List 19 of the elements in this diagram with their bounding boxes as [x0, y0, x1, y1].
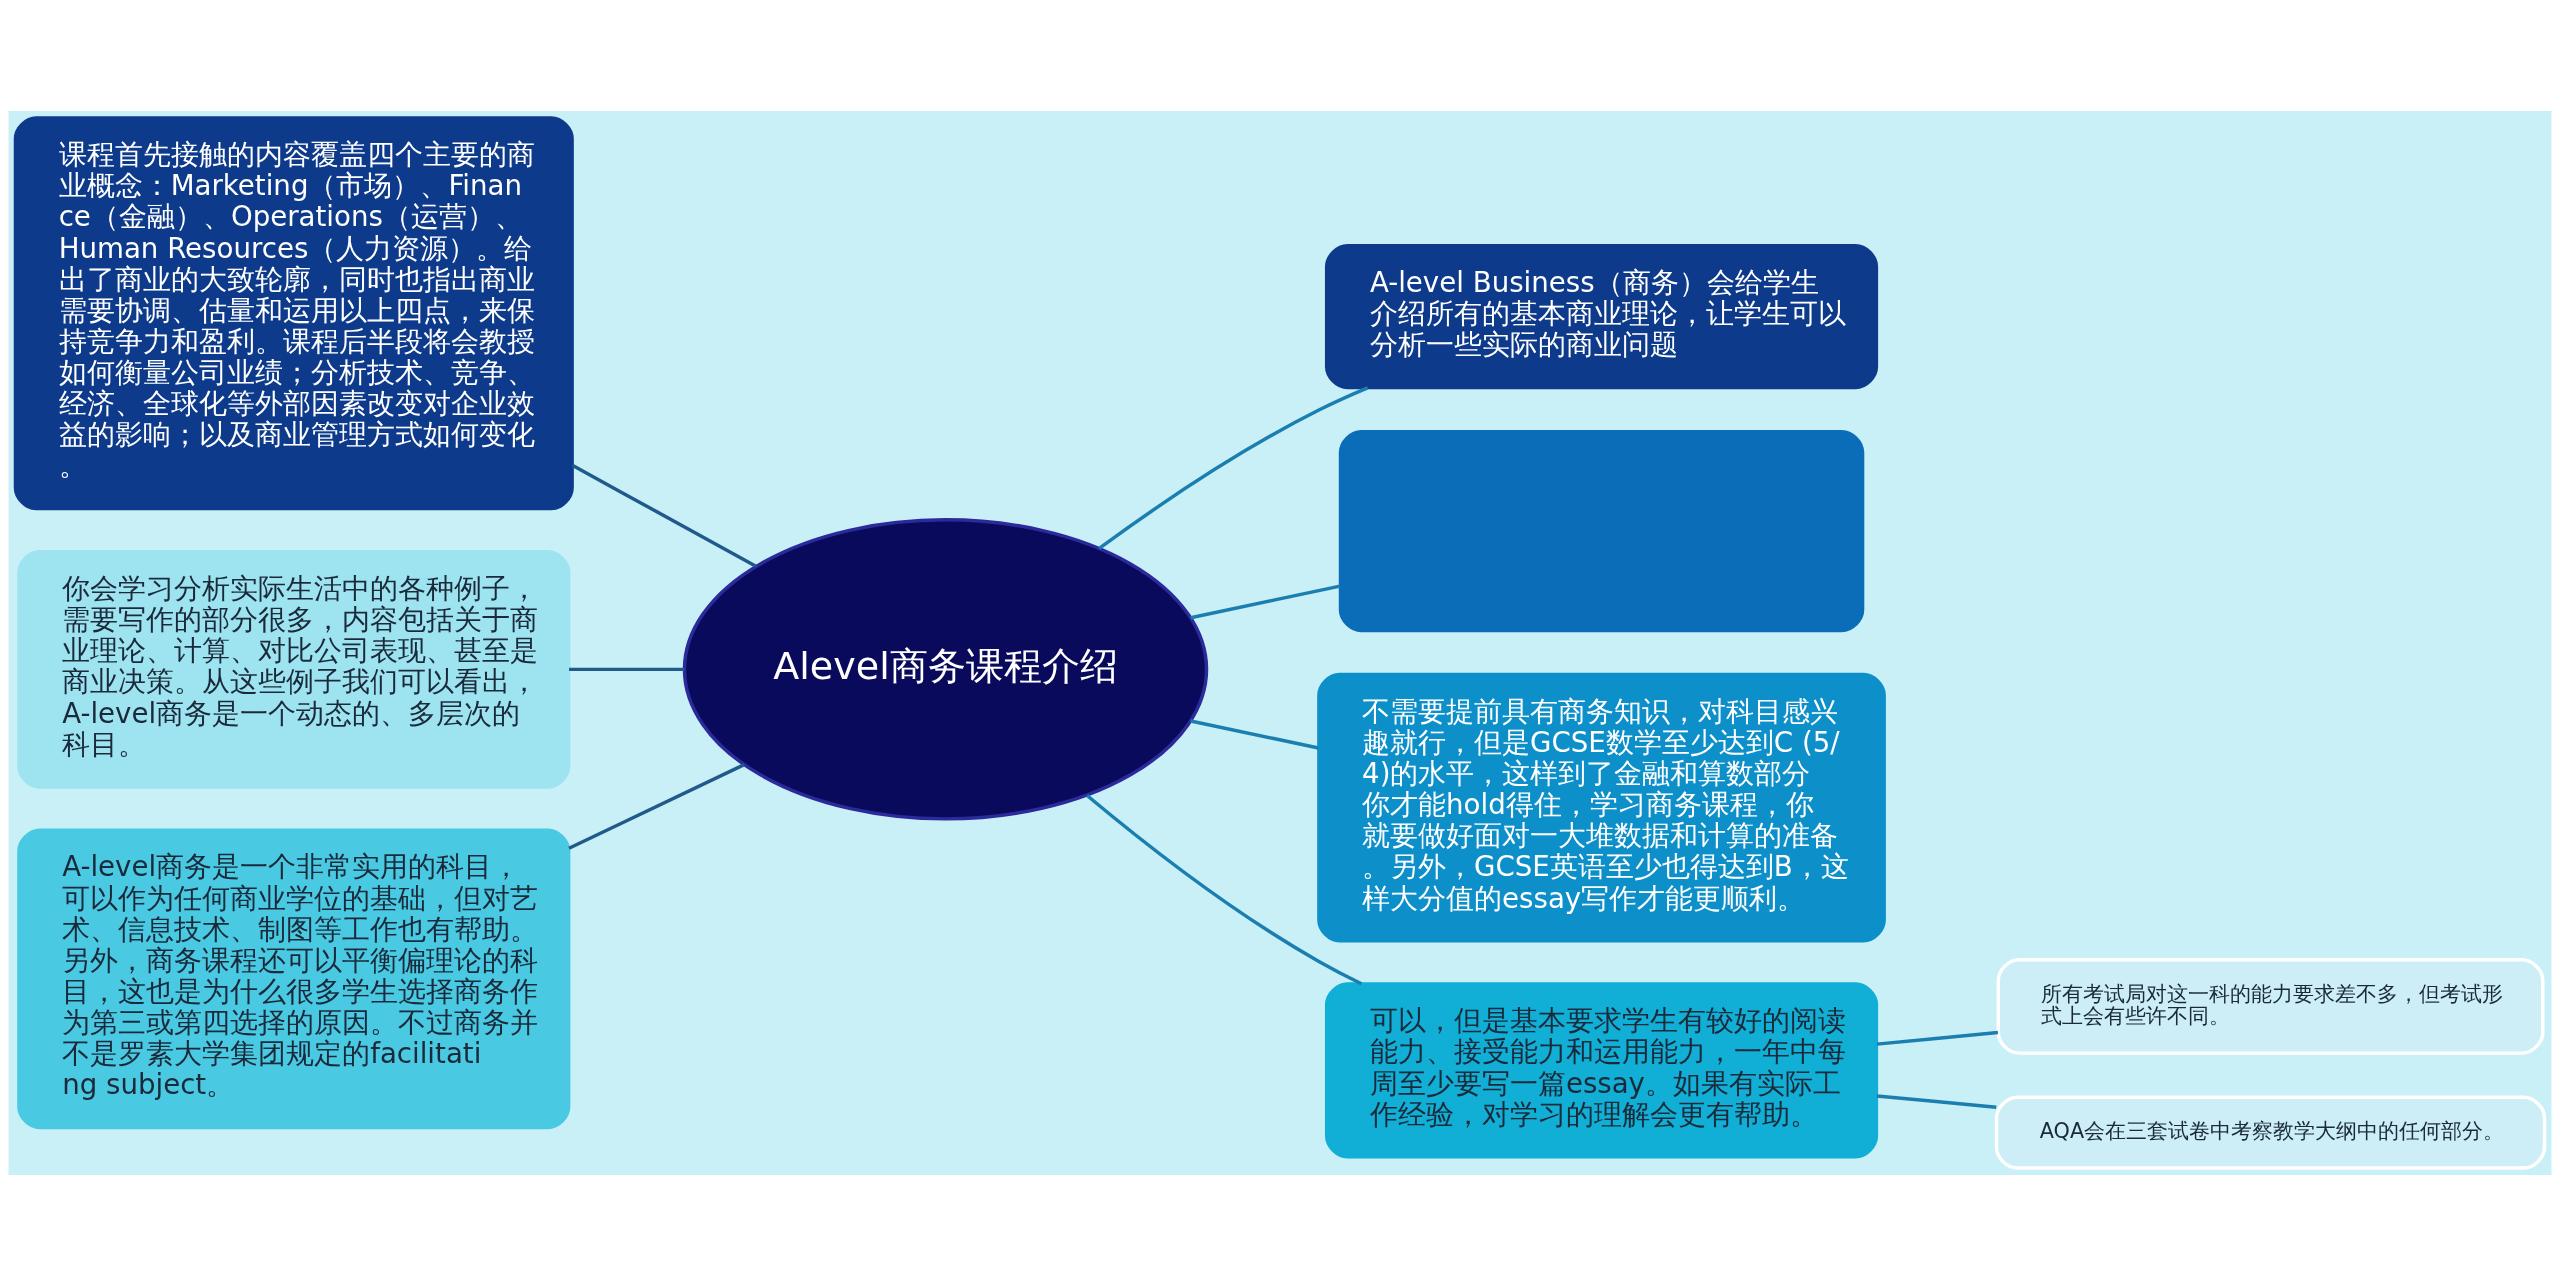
node-box: A-level商务是一个非常实用的科目，可以作为任何商业学位的基础，但对艺术、信息技术、制图等工作也有帮助。另外，商务课程还可以平衡偏理论的科目，这也是为什么很多学生选择商务作为第三或第四选择的原因。不过商务并不是罗素大学集团规定的facilitating subject。: [17, 827, 571, 1129]
connector: [1085, 793, 1363, 985]
node-box: 所有考试局对这一科的能力要求差不多，但考试形式上会有些许不同。: [1996, 957, 2545, 1055]
node-box: 你会学习分析实际生活中的各种例子，需要写作的部分很多，内容包括关于商业理论、计算、对比公司表现、甚至是商业决策。从这些例子我们可以看出，A-level商务是一个动态的、多层次的科目。: [17, 549, 571, 789]
connector: [1190, 718, 1319, 750]
node-ellipse: Alevel商务课程介绍: [682, 517, 1209, 821]
node-box: A-level Business（商务）会给学生介绍所有的基本商业理论，让学生可以分析一些实际的商业问题: [1324, 243, 1879, 389]
node-box: AQA会在三套试卷中考察教学大纲中的任何部分。: [1994, 1095, 2547, 1170]
connector: [568, 762, 745, 850]
connector: [1876, 1030, 1999, 1046]
connector: [1876, 1093, 1997, 1109]
connector: [1098, 385, 1369, 550]
node-box: 课程首先接触的内容覆盖四个主要的商业概念：Marketing（市场）、Finance（金融）、Operations（运营）、Human Resources（人力资源）。给出了商业的大致轮廓，同时也指出商业需要协调、估量和运用以上四点，来保持竞争力和盈利。课程后半段将会教授如何衡量公司业绩；分析技术、竞争、经济、全球化等外部因素改变对企业效益的影响；以及商业管理方式如何变化。: [13, 115, 574, 510]
connector: [569, 667, 685, 671]
node-box: 不需要提前具有商务知识，对科目感兴趣就行，但是GCSE数学至少达到C (5/4)的水平，这样到了金融和算数部分你才能hold得住，学习商务课程，你就要做好面对一大堆数据和计算的准备。另外，GCSE英语至少也得达到B，这样大分值的essay写作才能更顺利。: [1317, 672, 1886, 942]
node-box: 可以，但是基本要求学生有较好的阅读能力、接受能力和运用能力，一年中每周至少要写一篇essay。如果有实际工作经验，对学习的理解会更有帮助。: [1324, 981, 1879, 1159]
node-box: [1338, 429, 1865, 632]
connector: [1190, 583, 1341, 619]
connector: [571, 463, 757, 568]
